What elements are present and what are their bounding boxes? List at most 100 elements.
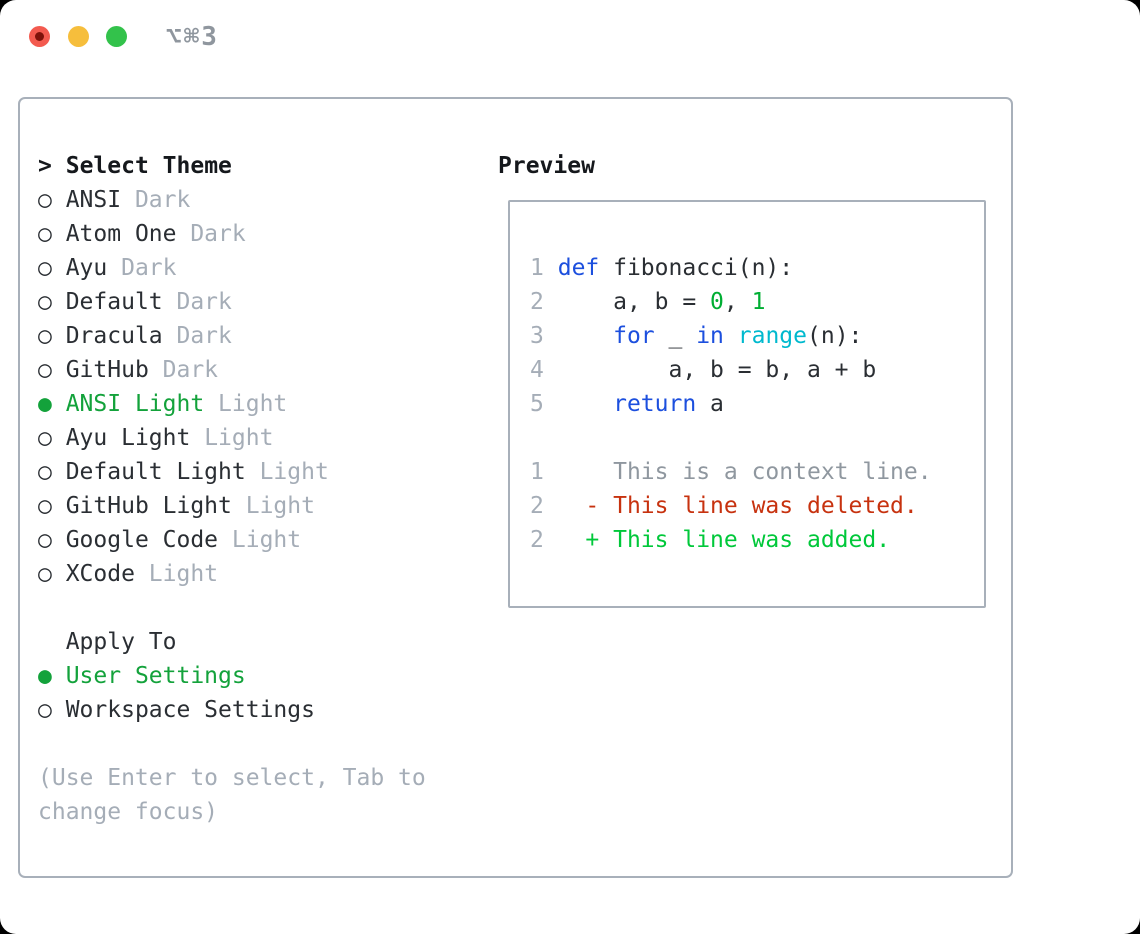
radio-selected-icon: ● xyxy=(38,391,52,417)
select-theme-header: > Select Theme xyxy=(38,149,426,183)
code-segment: for xyxy=(613,323,655,349)
theme-option-ansi-light-light[interactable]: ● ANSI Light Light xyxy=(38,387,426,421)
theme-option-ayu-dark[interactable]: ○ Ayu Dark xyxy=(38,251,426,285)
line-number: 2 xyxy=(530,289,544,315)
radio-icon: ○ xyxy=(38,323,52,349)
code-segment: def xyxy=(557,255,600,281)
theme-variant: Dark xyxy=(176,221,246,247)
apply-option-user-settings[interactable]: ● User Settings xyxy=(38,659,426,693)
code-line xyxy=(530,421,932,455)
hint-line: (Use Enter to select, Tab to xyxy=(38,765,426,791)
code-segment: fibonacci(n): xyxy=(599,255,794,281)
theme-variant: Dark xyxy=(107,255,177,281)
code-segment: a, b = xyxy=(557,289,711,315)
apply-to-options: ● User Settings○ Workspace Settings xyxy=(38,659,426,727)
apply-option-label: Workspace Settings xyxy=(51,697,315,723)
theme-name: ANSI xyxy=(51,187,122,213)
theme-option-github-dark[interactable]: ○ GitHub Dark xyxy=(38,353,426,387)
theme-name: Default Light xyxy=(51,459,246,485)
theme-variant: Light xyxy=(245,459,329,485)
theme-name: Atom One xyxy=(51,221,177,247)
theme-variant: Dark xyxy=(121,187,191,213)
code-line: 2 - This line was deleted. xyxy=(530,489,932,523)
theme-variant: Light xyxy=(231,493,315,519)
theme-name: GitHub Light xyxy=(51,493,232,519)
code-segment: range xyxy=(737,323,808,349)
code-segment: 1 xyxy=(751,289,766,315)
theme-variant: Light xyxy=(190,425,274,451)
line-number: 1 xyxy=(530,459,544,485)
radio-icon: ○ xyxy=(38,425,52,451)
minimize-button[interactable] xyxy=(68,26,89,47)
theme-name: ANSI Light xyxy=(51,391,205,417)
code-line: 5 return a xyxy=(530,387,932,421)
theme-options: ○ ANSI Dark○ Atom One Dark○ Ayu Dark○ De… xyxy=(38,183,426,591)
apply-option-workspace-settings[interactable]: ○ Workspace Settings xyxy=(38,693,426,727)
code-segment: , xyxy=(723,289,752,315)
code-segment: in xyxy=(696,323,724,349)
theme-name: Default xyxy=(51,289,163,315)
radio-icon: ○ xyxy=(38,255,52,281)
radio-icon: ○ xyxy=(38,221,52,247)
theme-name: Dracula xyxy=(51,323,163,349)
code-segment: This is a context line. xyxy=(557,459,932,485)
code-line: 1 def fibonacci(n): xyxy=(530,251,932,285)
code-segment: + This line was added. xyxy=(557,527,891,553)
select-theme-title: Select Theme xyxy=(65,153,232,179)
theme-option-ansi-dark[interactable]: ○ ANSI Dark xyxy=(38,183,426,217)
line-number: 4 xyxy=(530,357,544,383)
code-segment: _ xyxy=(654,323,697,349)
line-number: 2 xyxy=(530,493,544,519)
theme-option-google-code-light[interactable]: ○ Google Code Light xyxy=(38,523,426,557)
theme-name: Google Code xyxy=(51,527,219,553)
theme-option-github-light-light[interactable]: ○ GitHub Light Light xyxy=(38,489,426,523)
code-segment: a, b = b, a + b xyxy=(557,357,877,383)
code-segment: (n): xyxy=(807,323,863,349)
theme-option-default-dark[interactable]: ○ Default Dark xyxy=(38,285,426,319)
theme-variant: Light xyxy=(218,527,302,553)
code-segment xyxy=(558,323,613,349)
theme-option-default-light-light[interactable]: ○ Default Light Light xyxy=(38,455,426,489)
titlebar: ⌥⌘3 xyxy=(0,0,1140,75)
theme-list: > Select Theme ○ ANSI Dark○ Atom One Dar… xyxy=(38,149,426,829)
apply-option-label: User Settings xyxy=(51,663,246,689)
hint-line: change focus) xyxy=(38,799,219,825)
theme-variant: Light xyxy=(204,391,288,417)
zoom-button[interactable] xyxy=(106,26,127,47)
close-button[interactable] xyxy=(29,26,50,47)
close-dirty-dot-icon xyxy=(35,32,44,41)
code-segment xyxy=(558,391,613,417)
radio-icon: ○ xyxy=(38,459,52,485)
code-segment: a xyxy=(696,391,724,417)
code-line: 2 + This line was added. xyxy=(530,523,932,557)
theme-name: Ayu xyxy=(51,255,108,281)
theme-option-dracula-dark[interactable]: ○ Dracula Dark xyxy=(38,319,426,353)
code-segment: 0 xyxy=(710,289,724,315)
code-line: 4 a, b = b, a + b xyxy=(530,353,932,387)
radio-icon: ○ xyxy=(38,187,52,213)
spacer xyxy=(38,727,426,761)
theme-name: GitHub xyxy=(51,357,149,383)
code-segment: - This line was deleted. xyxy=(557,493,918,519)
code-segment: return xyxy=(613,391,697,417)
radio-icon: ○ xyxy=(38,493,52,519)
code-line: 3 for _ in range(n): xyxy=(530,319,932,353)
radio-icon: ○ xyxy=(38,527,52,553)
line-number: 2 xyxy=(530,527,544,553)
preview-header: Preview xyxy=(498,153,595,179)
radio-icon: ○ xyxy=(38,561,52,587)
code-line: 2 a, b = 0, 1 xyxy=(530,285,932,319)
line-number: 1 xyxy=(530,255,544,281)
theme-variant: Dark xyxy=(148,357,219,383)
code-segment xyxy=(724,323,738,349)
theme-variant: Dark xyxy=(162,289,232,315)
theme-option-ayu-light-light[interactable]: ○ Ayu Light Light xyxy=(38,421,426,455)
theme-variant: Light xyxy=(134,561,219,587)
theme-option-xcode-light[interactable]: ○ XCode Light xyxy=(38,557,426,591)
theme-variant: Dark xyxy=(162,323,232,349)
theme-option-atom-one-dark[interactable]: ○ Atom One Dark xyxy=(38,217,426,251)
